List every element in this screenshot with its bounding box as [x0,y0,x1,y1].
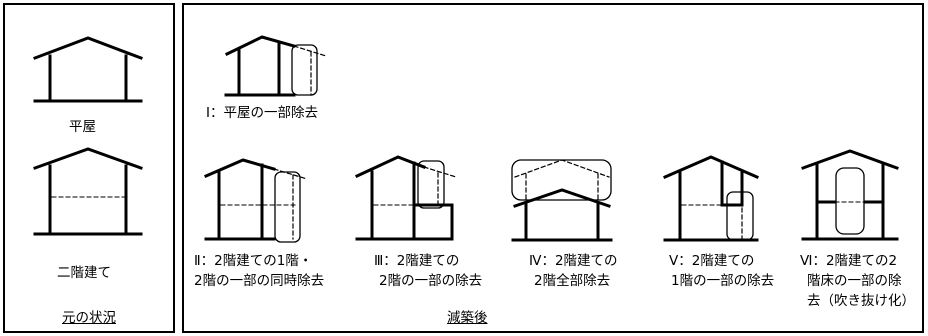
case-2-label-line2: 2階の一部の同時除去 [194,273,325,289]
case-4-label-line1: Ⅳ：2階建ての [529,253,618,269]
case-5-label-line1: Ⅴ：2階建ての [669,253,755,269]
after-downsizing-panel [182,3,924,333]
case-1-label: Ⅰ：平屋の一部除去 [206,105,318,121]
case-4-label-line2: 2階全部除去 [534,273,611,289]
case-4-figure [511,159,613,242]
after-downsizing-caption: 減築後 [447,310,488,326]
two-story-label: 二階建て [57,265,111,281]
case-6-label-line1: Ⅵ：2階建ての2 [800,253,898,269]
case-3-label-line2: 2階の一部の除去 [379,273,483,289]
case-5-figure [663,155,759,242]
case-6-label-line3: 去（吹き抜け化） [807,293,915,309]
case-2-figure [204,158,308,243]
two-story-house-figure [33,147,143,236]
one-story-label: 平屋 [69,119,96,135]
original-situation-panel [3,3,175,333]
case-6-label-line2: 階床の一部の除 [807,273,902,289]
case-2-label-line1: Ⅱ：2階建ての1階・ [194,253,313,269]
case-3-figure [355,155,457,241]
original-situation-caption: 元の状況 [62,310,116,326]
one-story-house-figure [33,36,143,103]
case-6-figure [801,149,899,241]
case-3-label-line1: Ⅲ：2階建ての [374,253,460,269]
case-5-label-line2: 1階の一部の除去 [671,273,775,289]
case-1-figure [224,35,327,97]
